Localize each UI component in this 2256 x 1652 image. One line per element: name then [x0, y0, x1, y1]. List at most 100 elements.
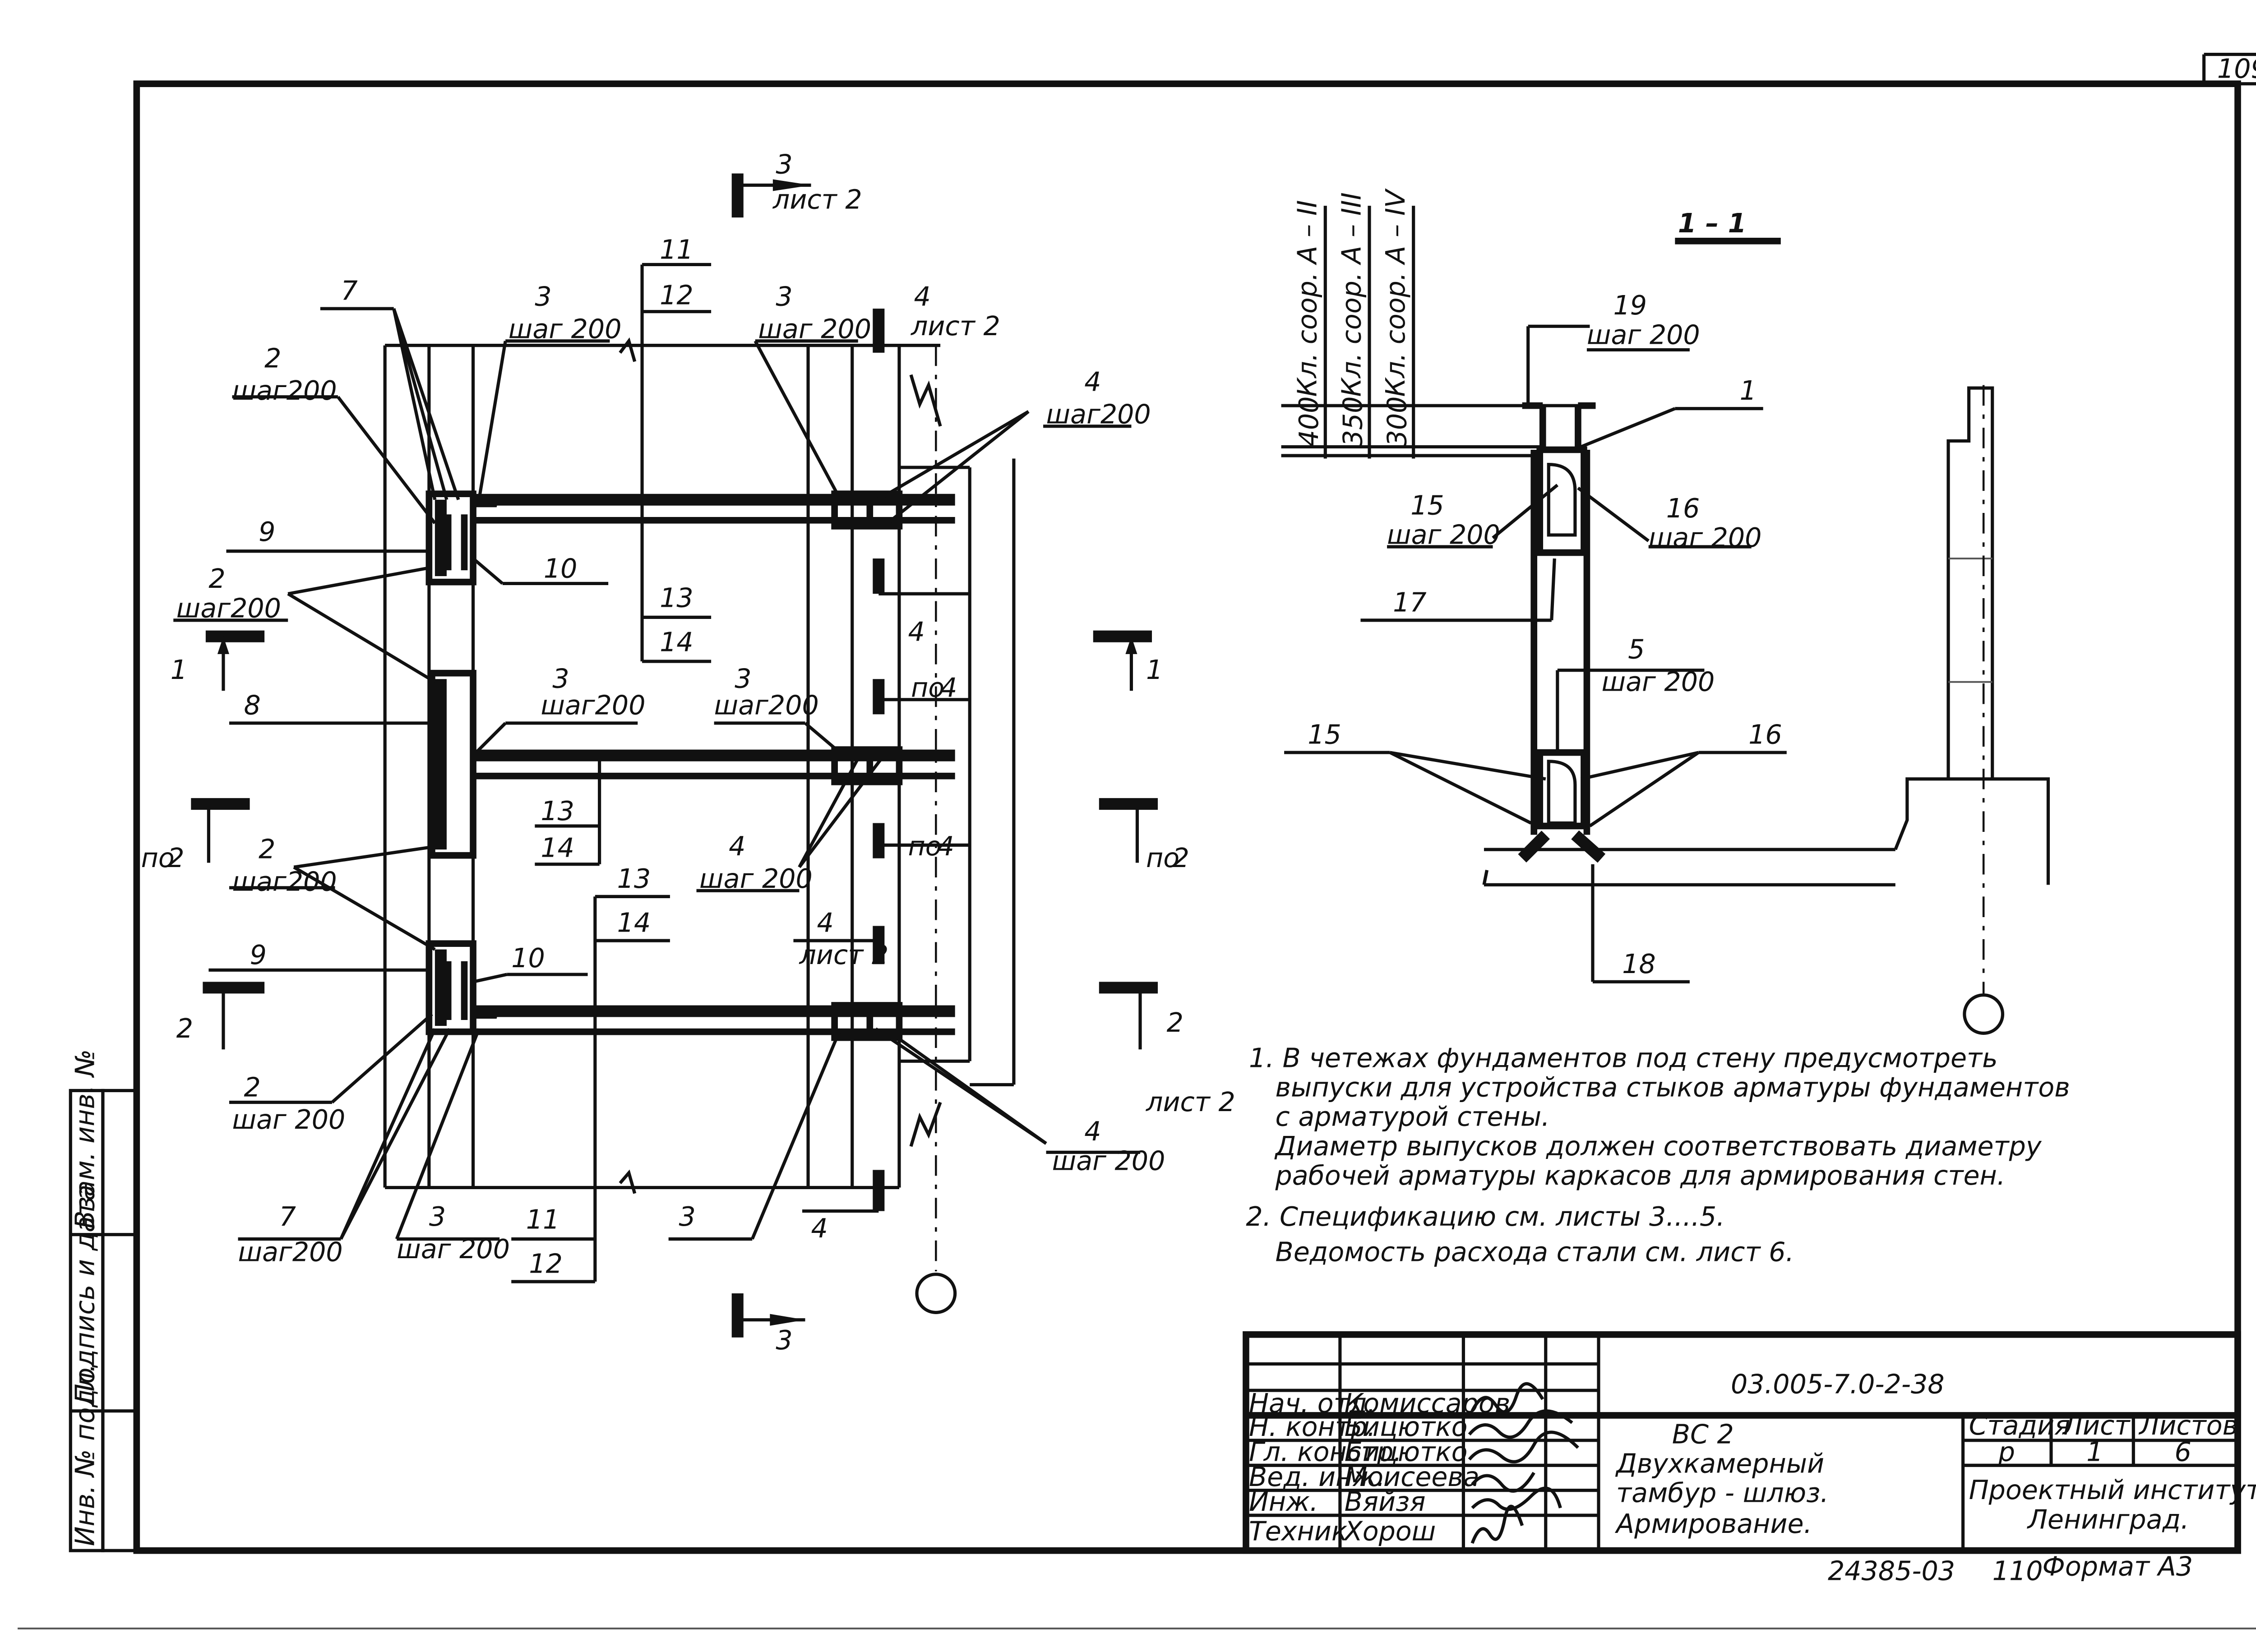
label-2-b: 2 — [208, 563, 225, 594]
note-line-2: выпуски для устройства стыков арматуры ф… — [1276, 1072, 2070, 1103]
org-line-1: Проектный институт №1 — [1969, 1475, 2256, 1505]
section-4-top: 4 — [914, 281, 930, 312]
label-16-bottom: 16 — [1748, 720, 1782, 750]
role-3: Вед. инж. — [1249, 1462, 1385, 1492]
section-2-po-right: по — [1146, 843, 1179, 873]
note-line-7: Ведомость расхода стали см. лист 6. — [1276, 1237, 1794, 1267]
sheet-number: 109 — [2217, 54, 2256, 84]
label-15-top-step: шаг 200 — [1387, 519, 1500, 550]
section-2-po-right-num: 2 — [1173, 843, 1189, 873]
side-stamp-replace: Взам. инв. № — [69, 1049, 100, 1229]
section-2-po-left: по — [141, 843, 175, 873]
label-2-d-step: шаг 200 — [232, 1104, 346, 1135]
plan-section-marks — [191, 173, 1158, 1338]
title-line-1: ВС 2 — [1672, 1419, 1734, 1449]
class-a3: Кл. соор. А – III — [1336, 192, 1367, 397]
label-4-c-step: шаг 200 — [1052, 1145, 1165, 1176]
section-4-bottom: 4 — [811, 1213, 828, 1244]
notes: 1. В четежах фундаментов под стену преду… — [1246, 1043, 2070, 1267]
label-3-e-step: шаг 200 — [397, 1234, 510, 1264]
section-4-po-bot-num: 4 — [938, 831, 954, 862]
dim-350: 350 — [1338, 397, 1368, 447]
label-2-b-step: шаг200 — [176, 593, 281, 623]
label-12-bottom: 12 — [529, 1248, 563, 1279]
label-16-top: 16 — [1666, 493, 1700, 524]
side-stamp-sign: Подпись и дата — [69, 1185, 100, 1404]
sheets-value: 6 — [2174, 1436, 2191, 1467]
section-4-po-top-num: 4 — [940, 672, 957, 703]
role-5: Техник — [1249, 1516, 1347, 1546]
label-13-top: 13 — [660, 583, 693, 614]
label-4-a: 4 — [1084, 367, 1101, 397]
role-2: Гл. констр. — [1249, 1436, 1402, 1467]
format-label: Формат А3 — [2042, 1551, 2193, 1582]
label-7-bottom-step: шаг200 — [238, 1237, 343, 1267]
class-a2: Кл. соор. А – II — [1292, 200, 1323, 397]
plan-walls — [383, 337, 1016, 1314]
section-4-right: 4 — [908, 616, 925, 647]
label-1: 1 — [1740, 375, 1757, 406]
section-4-mid-sheet: лист 2 — [799, 940, 888, 970]
section-2-right: 2 — [1167, 1007, 1183, 1038]
section-3-top: 3 — [776, 149, 792, 180]
label-5: 5 — [1628, 634, 1645, 665]
section-4-po-bot: по — [908, 831, 941, 862]
section-title: 1 – 1 — [1678, 208, 1747, 239]
label-13-mid: 13 — [541, 796, 574, 826]
label-7-top: 7 — [341, 276, 357, 306]
label-19-step: шаг 200 — [1587, 319, 1700, 350]
section-4-top-sheet: лист 2 — [911, 311, 1000, 341]
label-3-c-step: шаг200 — [541, 690, 645, 720]
note-line-6: 2. Спецификацию см. листы 3....5. — [1246, 1201, 1724, 1232]
org-line-2: Ленинград. — [2027, 1504, 2189, 1535]
label-16-top-step: шаг 200 — [1649, 522, 1762, 553]
label-18: 18 — [1622, 949, 1656, 979]
label-3-a-step: шаг 200 — [509, 314, 622, 344]
sheet-value: 1 — [2086, 1436, 2103, 1467]
doc-code: 03.005-7.0-2-38 — [1731, 1369, 1944, 1400]
name-0: Комиссаров — [1345, 1388, 1511, 1419]
title-line-4: Армирование. — [1614, 1509, 1812, 1539]
title-line-3: тамбур - шлюз. — [1616, 1478, 1829, 1509]
label-15-top: 15 — [1410, 490, 1444, 521]
plan-leaders — [173, 263, 1140, 1283]
label-2-a: 2 — [264, 343, 281, 374]
label-3-b: 3 — [776, 281, 792, 312]
label-3-a: 3 — [535, 281, 551, 312]
section-3-bottom: 3 — [776, 1325, 792, 1356]
stage-header: Стадия — [1969, 1410, 2071, 1441]
note-line-5: рабочей арматуры каркасов для армировани… — [1275, 1160, 2006, 1191]
note-line-4: Диаметр выпусков должен соответствовать … — [1274, 1131, 2042, 1162]
sheets-header: Листов — [2138, 1410, 2238, 1441]
label-9-top: 9 — [259, 517, 275, 547]
section-2-po-left-num: 2 — [167, 843, 184, 873]
label-4-a-step: шаг200 — [1046, 399, 1151, 429]
name-1: Бицютко — [1345, 1412, 1468, 1442]
section-4-po-top: по — [911, 672, 944, 703]
role-1: Н. контр. — [1249, 1412, 1376, 1442]
side-stamp-inv: Инв. № подл. — [69, 1364, 100, 1546]
label-13-bottom: 13 — [617, 863, 651, 894]
name-2: Бицютко — [1345, 1436, 1468, 1467]
section-3-top-sheet: лист 2 — [772, 185, 862, 215]
class-a4: Кл. соор. А – IV — [1380, 188, 1411, 397]
stage-value: р — [1998, 1436, 2015, 1467]
section-geometry — [1281, 206, 2050, 1035]
label-11-bottom: 11 — [526, 1204, 560, 1235]
label-14-mid: 14 — [541, 832, 574, 863]
label-2-d: 2 — [244, 1072, 261, 1103]
label-19: 19 — [1613, 290, 1647, 321]
section-2-left: 2 — [176, 1013, 193, 1044]
label-2-c-step: шаг200 — [232, 866, 337, 897]
label-5-step: шаг 200 — [1601, 666, 1715, 697]
label-10-bottom: 10 — [511, 943, 545, 974]
label-3-e: 3 — [429, 1201, 446, 1232]
label-2-c: 2 — [259, 834, 275, 865]
label-3-b-step: шаг 200 — [758, 314, 871, 344]
label-3-c: 3 — [552, 664, 569, 694]
label-4-b-step: шаг 200 — [699, 863, 813, 894]
label-8: 8 — [244, 690, 261, 720]
role-4: Инж. — [1249, 1486, 1318, 1517]
side-stamp — [69, 1089, 139, 1552]
